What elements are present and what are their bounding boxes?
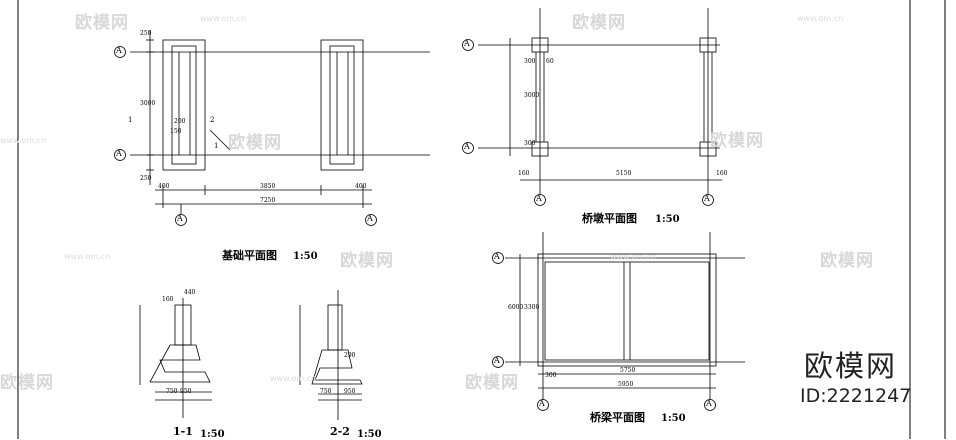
watermark-logo: 欧模网: [820, 251, 874, 271]
drawing-title-section-1: 1-1: [173, 425, 193, 438]
drawing-title-section-2: 2-2: [330, 425, 350, 438]
dimension-text: 60: [546, 58, 554, 65]
watermark-logo: 欧模网: [228, 133, 282, 153]
dimension-text: 440: [184, 289, 196, 296]
dimension-text: 300: [524, 58, 536, 65]
dimension-text: 7250: [260, 197, 276, 204]
dimension-text: 160: [518, 170, 530, 177]
dimension-text: 200: [174, 118, 186, 125]
dimension-text: 5750: [620, 367, 636, 374]
watermark-url: www.om.cn: [797, 14, 844, 23]
drawing-scale-foundation-plan: 1:50: [293, 251, 318, 262]
watermark-logo: 欧模网: [465, 373, 519, 393]
watermark-logo: 欧模网: [340, 251, 394, 271]
drawing-title-beam-plan: 桥梁平面图: [590, 411, 645, 424]
watermark-logo: 欧模网: [0, 373, 54, 393]
axis-label: A: [116, 46, 122, 55]
watermark-logo: 欧模网: [572, 13, 626, 33]
dimension-text: 300: [545, 372, 557, 379]
foundation-plan: [130, 30, 430, 215]
dimension-text: 250: [140, 175, 152, 182]
section-mark: 1: [128, 116, 133, 124]
watermark-logo: 欧模网: [75, 13, 129, 33]
brand-name: 欧模网: [804, 349, 898, 383]
dimension-text: 3300: [524, 304, 540, 311]
pier-plan: [478, 8, 722, 195]
axis-label: A: [536, 194, 542, 203]
watermark-logo: 欧模网: [710, 131, 764, 151]
watermark-url: www.om.cn: [200, 14, 247, 23]
axis-label: A: [704, 194, 710, 203]
dimension-text: 150: [170, 128, 182, 135]
drawing-title-foundation-plan: 基础平面图: [222, 249, 277, 262]
axis-label: A: [177, 214, 183, 223]
section-2-2: [299, 290, 363, 420]
axis-label: A: [464, 142, 470, 151]
dimension-text: 400: [158, 183, 170, 190]
dimension-text: 160: [716, 170, 728, 177]
section-mark: 1: [214, 142, 219, 150]
grid-axis-bubbles: [114, 39, 716, 411]
dimension-text: 290: [344, 352, 356, 359]
dimension-text: 300: [524, 140, 536, 147]
dimension-text: 950: [180, 388, 192, 395]
dimension-text: 750: [166, 388, 178, 395]
axis-label: A: [494, 252, 500, 261]
watermark-url: www.om.cn: [610, 252, 657, 261]
dimension-text: 250: [140, 30, 152, 37]
dimension-text: 5150: [616, 170, 632, 177]
dimension-text: 6000: [508, 304, 524, 311]
dimension-text: 400: [355, 183, 367, 190]
dimension-text: 950: [344, 388, 356, 395]
drawing-scale-section-2: 1:50: [357, 429, 382, 440]
drawing-scale-beam-plan: 1:50: [661, 413, 686, 424]
watermark-url: www.om.cn: [0, 136, 47, 145]
beam-plan: [505, 232, 745, 400]
brand-id: ID:2221247: [800, 385, 912, 407]
drawing-title-pier-plan: 桥墩平面图: [582, 212, 637, 225]
axis-label: A: [464, 39, 470, 48]
watermark-url: www.om.cn: [64, 252, 111, 261]
dimension-text: 3850: [260, 183, 276, 190]
axis-label: A: [539, 399, 545, 408]
dimension-text: 3000: [140, 100, 156, 107]
drawing-scale-section-1: 1:50: [200, 429, 225, 440]
watermark-url: www.om.cn: [270, 374, 317, 383]
dimension-text: 160: [162, 296, 174, 303]
axis-label: A: [706, 399, 712, 408]
axis-label: A: [494, 356, 500, 365]
drawing-scale-pier-plan: 1:50: [655, 214, 680, 225]
dimension-text: 3000: [524, 92, 540, 99]
section-mark: 2: [210, 116, 215, 124]
section-1-1: [139, 298, 212, 418]
dimension-text: 5950: [618, 381, 634, 388]
dimension-text: 750: [320, 388, 332, 395]
sheet-frame: [17, 0, 946, 439]
axis-label: A: [116, 149, 122, 158]
axis-label: A: [367, 214, 373, 223]
